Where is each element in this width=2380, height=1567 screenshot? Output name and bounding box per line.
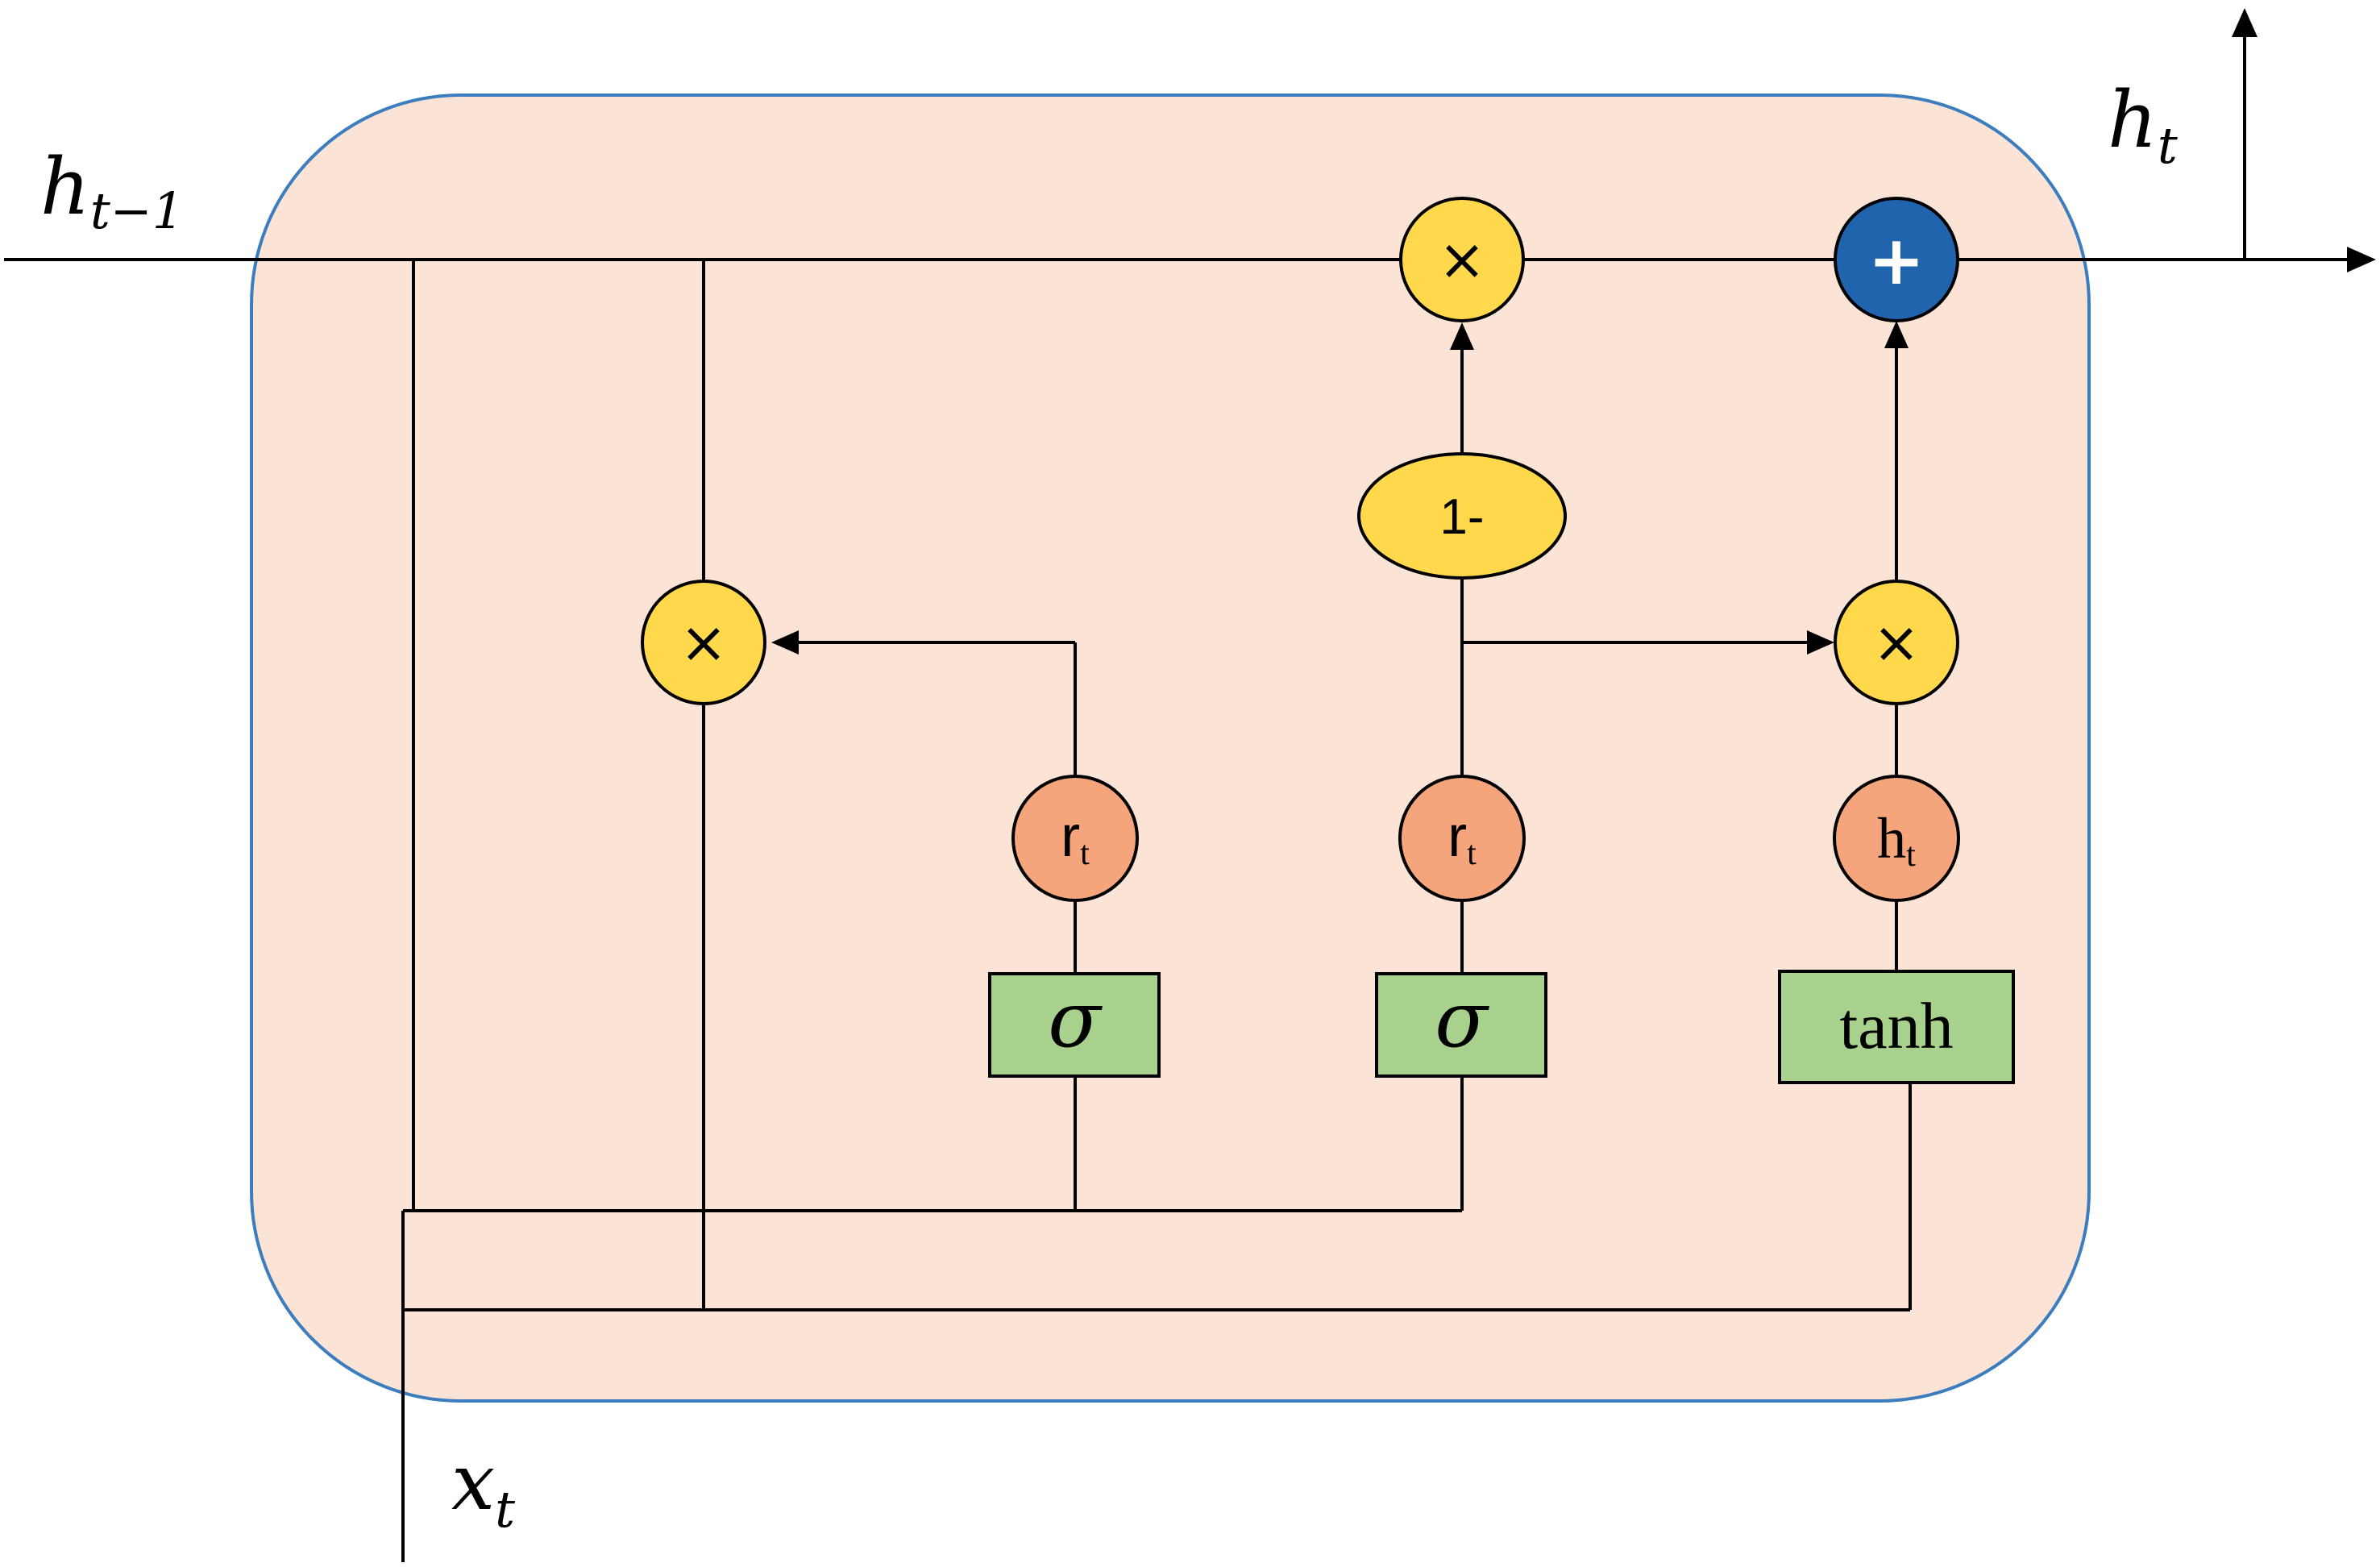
- top-multiply-arrowhead: [1450, 322, 1474, 350]
- gate2-activation-box: σ: [1375, 972, 1547, 1078]
- candidate-activation-label: tanh: [1839, 989, 1953, 1062]
- candidate-activation-box: tanh: [1778, 970, 2015, 1084]
- update-multiply-node: ×: [1834, 580, 1959, 705]
- top-multiply-node: ×: [1399, 197, 1525, 322]
- one-minus-node: 1-: [1357, 452, 1567, 580]
- gate2-node-sub: t: [1467, 835, 1477, 872]
- gate1-activation-box: σ: [988, 972, 1161, 1078]
- reset-multiply-symbol: ×: [680, 609, 728, 675]
- reset-multiply-node: ×: [641, 580, 766, 705]
- add-arrowhead: [1884, 321, 1909, 348]
- svg-text:rt: rt: [1448, 804, 1477, 872]
- update-multiply-arrowhead: [1807, 630, 1834, 655]
- gate1-node: rt: [1011, 775, 1139, 902]
- top-multiply-symbol: ×: [1439, 227, 1486, 293]
- add-symbol: +: [1868, 221, 1925, 300]
- update-multiply-symbol: ×: [1873, 609, 1921, 675]
- h-out-label: ht: [2108, 75, 2178, 175]
- gate2-node: rt: [1398, 775, 1526, 902]
- candidate-node-main: h: [1877, 806, 1906, 871]
- cell-container: [250, 94, 2091, 1403]
- add-node: +: [1834, 197, 1959, 322]
- output-right-arrowhead: [2347, 247, 2376, 272]
- candidate-node: ht: [1833, 775, 1960, 902]
- one-minus-label: 1-: [1439, 489, 1484, 545]
- gate1-activation-label: σ: [1048, 975, 1103, 1065]
- gate1-node-sub: t: [1080, 835, 1090, 872]
- svg-text:ht: ht: [1877, 806, 1916, 874]
- reset-multiply-arrowhead: [771, 630, 799, 655]
- candidate-node-sub: t: [1906, 837, 1916, 874]
- gate1-node-main: r: [1061, 804, 1080, 869]
- gate2-activation-label: σ: [1435, 975, 1489, 1065]
- x-input-label: xt: [451, 1437, 515, 1539]
- h-prev-label: ht−1: [40, 142, 184, 240]
- output-up-arrowhead: [2232, 8, 2257, 37]
- gate2-node-main: r: [1448, 804, 1467, 869]
- svg-text:rt: rt: [1061, 804, 1090, 872]
